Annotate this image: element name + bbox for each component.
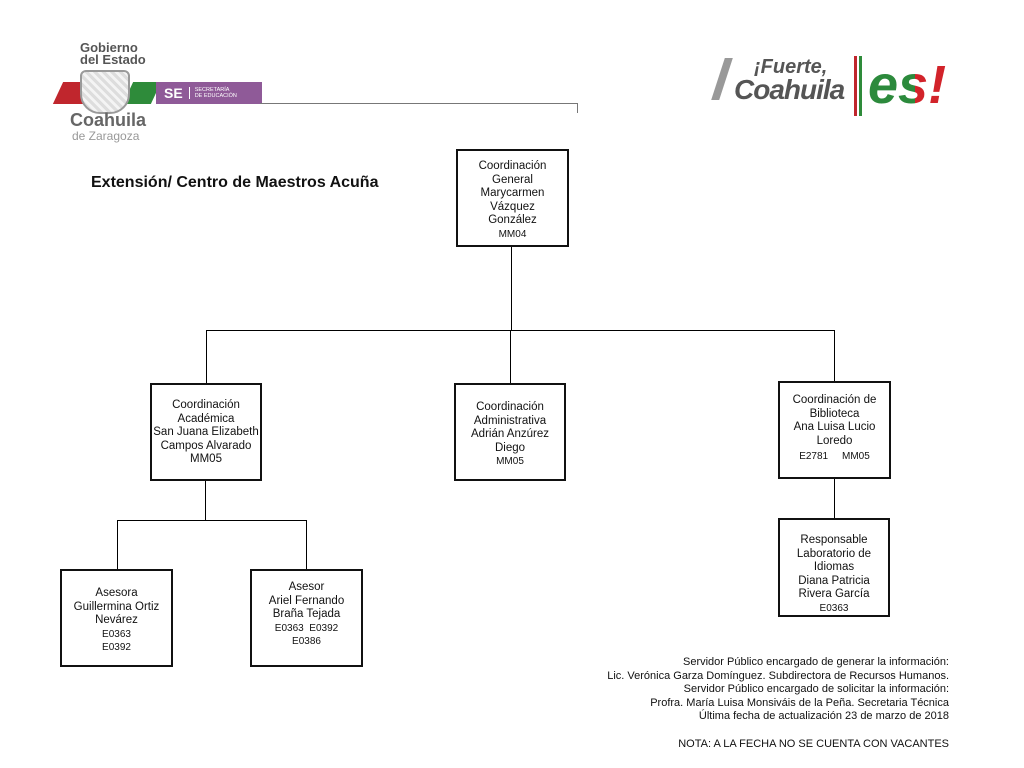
slash-mark [711,58,733,100]
node-line: General [492,173,533,186]
node-line: Coordinación de [792,394,877,406]
node-line: Biblioteca [809,407,860,420]
node-laboratorio-idiomas: Responsable Laboratorio de Idiomas Diana… [778,518,890,617]
se-sub1: SECRETARÍA [194,87,230,93]
connector-academica-down [205,480,206,521]
node-line: González [488,214,537,226]
footer-line: Lic. Verónica Garza Domínguez. Subdirect… [607,669,949,682]
header-rule [260,103,578,104]
node-code: MM04 [498,228,527,240]
node-line: Marycarmen [480,187,545,199]
node-code: E0392 [102,642,131,653]
node-code: E0363 [102,628,131,640]
node-code: E0386 [292,636,321,647]
connector-to-administrativa [510,330,511,384]
node-code: MM05 [190,453,222,465]
coat-of-arms-seal [80,70,130,114]
footer-line: Última fecha de actualización 23 de marz… [698,710,949,722]
node-line: Loredo [816,434,853,447]
footer-line: Servidor Público encargado de solicitar … [683,683,949,695]
node-line: Coordinación [172,399,240,411]
connector-to-asesor [306,520,307,570]
node-coordinacion-administrativa: Coordinación Administrativa Adrián Anzúr… [454,383,566,481]
connector-general-down [511,246,512,331]
node-line: Administrativa [473,414,547,427]
connector-to-asesora [117,520,118,570]
coahuila-text: Coahuila [70,110,147,130]
footer-info: Servidor Público encargado de generar la… [607,656,949,724]
footer-line: Servidor Público encargado de generar la… [683,656,949,668]
connector-to-biblioteca [834,330,835,382]
node-line: Braña Tejada [272,608,341,620]
node-line: Nevárez [95,614,138,626]
se-sub2: DE EDUCACIÓN [194,93,237,99]
logo-divider-red [854,56,857,116]
node-line: Laboratorio de [796,547,872,560]
se-sub: SECRETARÍA DE EDUCACIÓN [188,87,237,99]
node-code: E0363 E0392 [274,622,339,634]
node-line: Diego [494,441,526,454]
connector-level2-horizontal [206,330,835,331]
gobierno-coahuila-logo: Gobierno del Estado SE SECRETARÍA DE EDU… [52,40,262,145]
node-coordinacion-general: Coordinación General Marycarmen Vázquez … [456,149,569,247]
node-line: Idiomas [813,561,855,573]
node-line: Diana Patricia [798,574,870,587]
connector-to-academica [206,330,207,384]
node-line: Adrián Anzúrez [471,428,549,440]
node-line: Asesora [95,587,138,599]
node-line: Campos Alvarado [160,439,252,452]
se-badge: SE SECRETARÍA DE EDUCACIÓN [156,82,262,104]
node-coordinacion-biblioteca: Coordinación de Biblioteca Ana Luisa Luc… [778,381,891,479]
footer-line: Profra. María Luisa Monsiváis de la Peña… [650,696,949,709]
node-line: Ariel Fernando [268,594,345,607]
nota-text: NOTA: A LA FECHA NO SE CUENTA CON VACANT… [678,738,949,750]
gob-line1: Gobierno [80,40,138,55]
header-rule-tick [577,103,578,113]
node-line: Asesor [288,581,325,593]
connector-level3-horizontal [117,520,307,521]
coahuila-brand-text: Coahuila [734,74,845,105]
node-asesor: Asesor Ariel Fernando Braña Tejada E0363… [250,569,363,667]
zaragoza-text: de Zaragoza [72,129,140,143]
node-coordinacion-academica: Coordinación Académica San Juana Elizabe… [150,383,262,481]
node-line: Ana Luisa Lucio [793,421,876,433]
connector-biblioteca-down [834,478,835,519]
se-abbr: SE [164,85,183,101]
node-code: MM05 [496,456,524,467]
node-line: Rivera García [798,588,870,600]
node-line: Académica [177,412,235,425]
node-line: Guillermina Ortiz [73,600,160,613]
logo-divider-green [859,56,862,116]
fuerte-text: ¡Fuerte, [754,56,828,78]
node-code: E2781 MM05 [799,451,870,462]
node-line: Coordinación [478,160,547,172]
node-line: Coordinación [476,401,544,413]
chart-title: Extensión/ Centro de Maestros Acuña [91,174,379,191]
footer-nota: NOTA: A LA FECHA NO SE CUENTA CON VACANT… [678,738,949,752]
es-text: es! [868,58,946,112]
gobierno-text: Gobierno del Estado [80,40,146,67]
node-line: Responsable [800,534,868,546]
node-line: San Juana Elizabeth [153,426,259,438]
node-line: Vázquez [490,200,535,213]
es-word: es! [868,55,947,115]
fuerte-coahuila-logo: ¡Fuerte, Coahuila es! [711,52,962,122]
node-asesora: Asesora Guillermina Ortiz Nevárez E0363 … [60,569,173,667]
gob-line2: del Estado [80,52,146,67]
node-code: E0363 [819,602,849,614]
